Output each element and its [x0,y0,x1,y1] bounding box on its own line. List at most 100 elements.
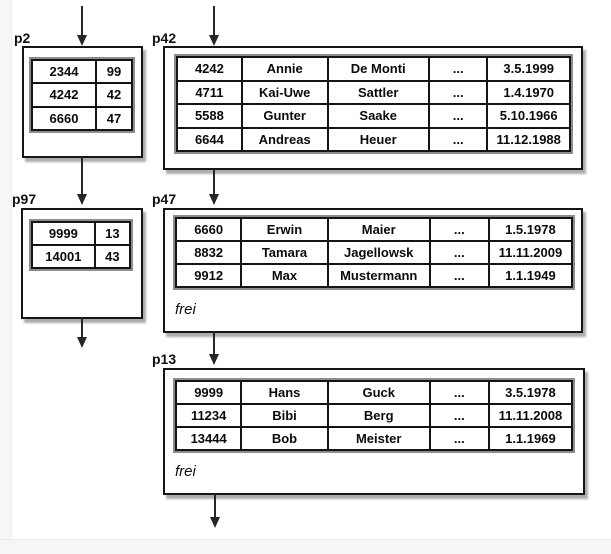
table-cell: 11.12.1988 [486,126,571,152]
record-row: 9912 Max Mustermann ... 1.1.1949 [174,263,574,288]
table-cell: 47 [95,105,133,132]
index-row: 2344 99 [31,58,133,85]
free-space-label-p13: frei [175,463,196,480]
page-label-p47: p47 [152,191,177,207]
table-cell: 9912 [174,263,243,288]
arrowhead-icon [77,35,87,46]
record-row: 6644 Andreas Heuer ... 11.12.1988 [176,126,571,152]
arrowhead-icon [77,337,87,348]
free-space-label-p47: frei [175,301,196,318]
table-cell: Max [240,263,329,288]
index-row: 6660 47 [31,105,133,132]
table-cell: 11234 [174,403,243,428]
table-cell: 1.5.1978 [487,217,574,242]
arrowhead-icon [209,194,219,205]
table-cell: ... [427,103,489,129]
table-cell: 9999 [174,380,243,405]
table-cell: ... [427,56,489,82]
arrow-into-p2 [76,6,88,46]
table-cell: ... [428,263,490,288]
table-cell: Bob [240,426,329,451]
table-cell: 5588 [176,103,243,129]
table-cell: 9999 [31,221,96,246]
table-cell: 6644 [176,126,243,152]
arrowhead-icon [77,194,87,205]
arrow-p2-to-p97 [76,157,88,205]
arrowhead-icon [209,354,219,365]
arrow-shaft [81,318,83,340]
table-cell: Heuer [326,126,430,152]
table-cell: 4242 [176,56,243,82]
page-label-p2: p2 [14,30,31,46]
table-cell: 8832 [174,240,243,265]
table-cell: ... [428,380,490,405]
page-bottom-margin [0,539,611,554]
table-cell: Hans [240,380,329,405]
arrowhead-icon [209,35,219,46]
arrow-p47-to-p13 [208,332,220,365]
record-row: 9999 Hans Guck ... 3.5.1978 [174,380,574,405]
table-cell: 1.4.1970 [486,79,571,105]
arrowhead-icon [210,517,220,528]
table-cell: Gunter [240,103,329,129]
table-cell: 4242 [31,82,97,108]
table-cell: Bibi [240,403,329,428]
table-cell: ... [427,79,489,105]
index-row: 4242 42 [31,82,133,108]
table-cell: 11.11.2009 [487,240,574,265]
table-cell: 5.10.1966 [486,103,571,129]
record-row: 11234 Bibi Berg ... 11.11.2008 [174,403,574,428]
record-row: 4711 Kai-Uwe Sattler ... 1.4.1970 [176,79,571,105]
table-cell: 13 [93,221,132,246]
page-label-p42: p42 [152,30,177,46]
table-cell: 6660 [31,105,97,132]
table-cell: 4711 [176,79,243,105]
table-cell: 13444 [174,426,243,451]
arrow-shaft [213,332,215,357]
table-cell: Erwin [240,217,329,242]
page-label-p97: p97 [12,191,37,207]
record-row: 4242 Annie De Monti ... 3.5.1999 [176,56,571,82]
index-row: 14001 43 [31,244,132,269]
index-row: 9999 13 [31,221,132,246]
table-cell: 3.5.1999 [486,56,571,82]
arrow-p97-out [76,318,88,348]
table-cell: ... [428,403,490,428]
table-cell: Berg [326,403,431,428]
table-cell: Jagellowsk [326,240,431,265]
record-table-p13: 9999 Hans Guck ... 3.5.1978 11234 Bibi B… [173,378,575,453]
arrow-p42-to-p47 [208,169,220,205]
table-cell: De Monti [326,56,430,82]
table-cell: 3.5.1978 [487,380,574,405]
table-cell: Guck [326,380,431,405]
index-table-p2: 2344 99 4242 42 6660 47 [29,57,135,133]
page-left-margin [0,0,12,554]
table-cell: Kai-Uwe [240,79,329,105]
arrow-shaft [81,157,83,197]
table-cell: 1.1.1949 [487,263,574,288]
record-row: 8832 Tamara Jagellowsk ... 11.11.2009 [174,240,574,265]
record-row: 5588 Gunter Saake ... 5.10.1966 [176,103,571,129]
arrow-p13-out [209,494,221,528]
table-cell: ... [427,126,489,152]
table-cell: ... [428,217,490,242]
table-cell: Maier [326,217,431,242]
table-cell: 14001 [31,244,96,269]
record-table-p47: 6660 Erwin Maier ... 1.5.1978 8832 Tamar… [173,215,575,290]
record-row: 6660 Erwin Maier ... 1.5.1978 [174,217,574,242]
table-cell: Saake [326,103,430,129]
record-row: 13444 Bob Meister ... 1.1.1969 [174,426,574,451]
table-cell: ... [428,240,490,265]
index-table-p97: 9999 13 14001 43 [29,219,133,271]
arrow-shaft [213,169,215,197]
arrow-shaft [81,6,83,38]
table-cell: 42 [95,82,133,108]
table-cell: Sattler [326,79,430,105]
table-cell: 43 [93,244,132,269]
table-cell: Andreas [240,126,329,152]
arrow-into-p42 [208,6,220,46]
table-cell: 6660 [174,217,243,242]
table-cell: Annie [240,56,329,82]
table-cell: 11.11.2008 [487,403,574,428]
